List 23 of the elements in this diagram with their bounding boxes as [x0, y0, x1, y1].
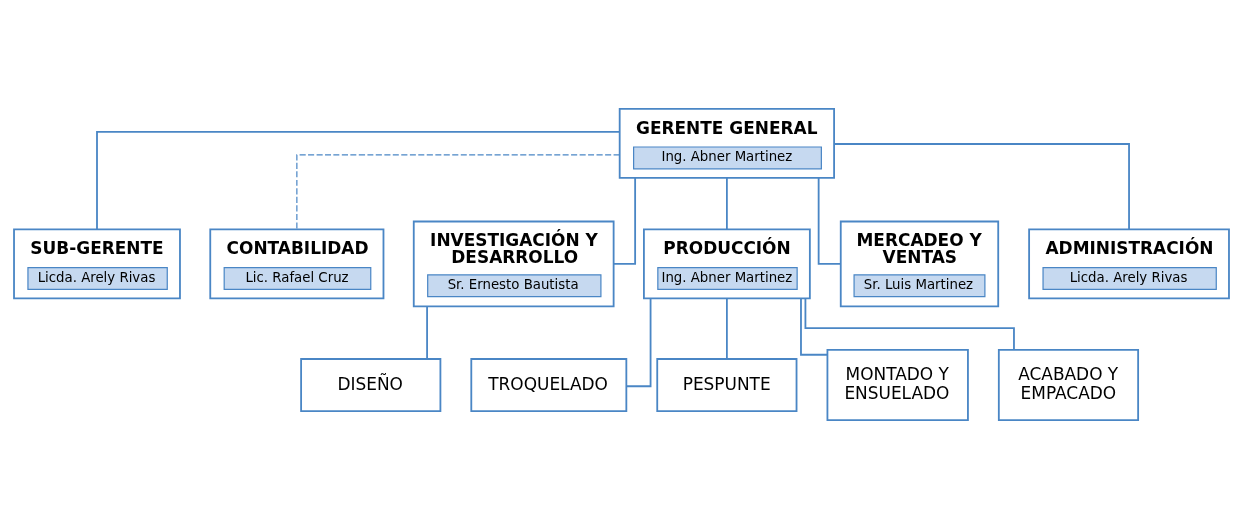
node-box: DISEÑO — [300, 358, 442, 412]
connector — [833, 143, 1130, 231]
connector — [296, 154, 621, 230]
node-box: PESPUNTE — [656, 358, 798, 412]
connector — [613, 177, 637, 265]
node-box: TROQUELADO — [470, 358, 628, 412]
connector — [725, 297, 728, 360]
node-box: PRODUCCIÓN Ing. Abner Martinez — [643, 228, 811, 300]
node-box: GERENTE GENERAL Ing. Abner Martinez — [618, 107, 835, 179]
connector — [817, 177, 842, 265]
connector — [800, 297, 829, 356]
connector — [804, 297, 1015, 351]
connector — [725, 177, 728, 231]
connector — [96, 130, 621, 231]
connector — [426, 305, 428, 360]
node-box: CONTABILIDAD Lic. Rafael Cruz — [209, 228, 385, 300]
node-box: MERCADEO Y VENTAS Sr. Luis Martinez — [839, 220, 1000, 308]
connector — [625, 297, 652, 388]
node-box: SUB-GERENTE Licda. Arely Rivas — [13, 228, 181, 300]
node-box: ADMINISTRACIÓN Licda. Arely Rivas — [1028, 228, 1230, 300]
node-box: ACABADO Y EMPACADO — [997, 349, 1140, 422]
node-box: INVESTIGACIÓN Y DESARROLLO Sr. Ernesto Bautista — [412, 220, 615, 308]
node-box: MONTADO Y ENSUELADO — [826, 349, 969, 422]
